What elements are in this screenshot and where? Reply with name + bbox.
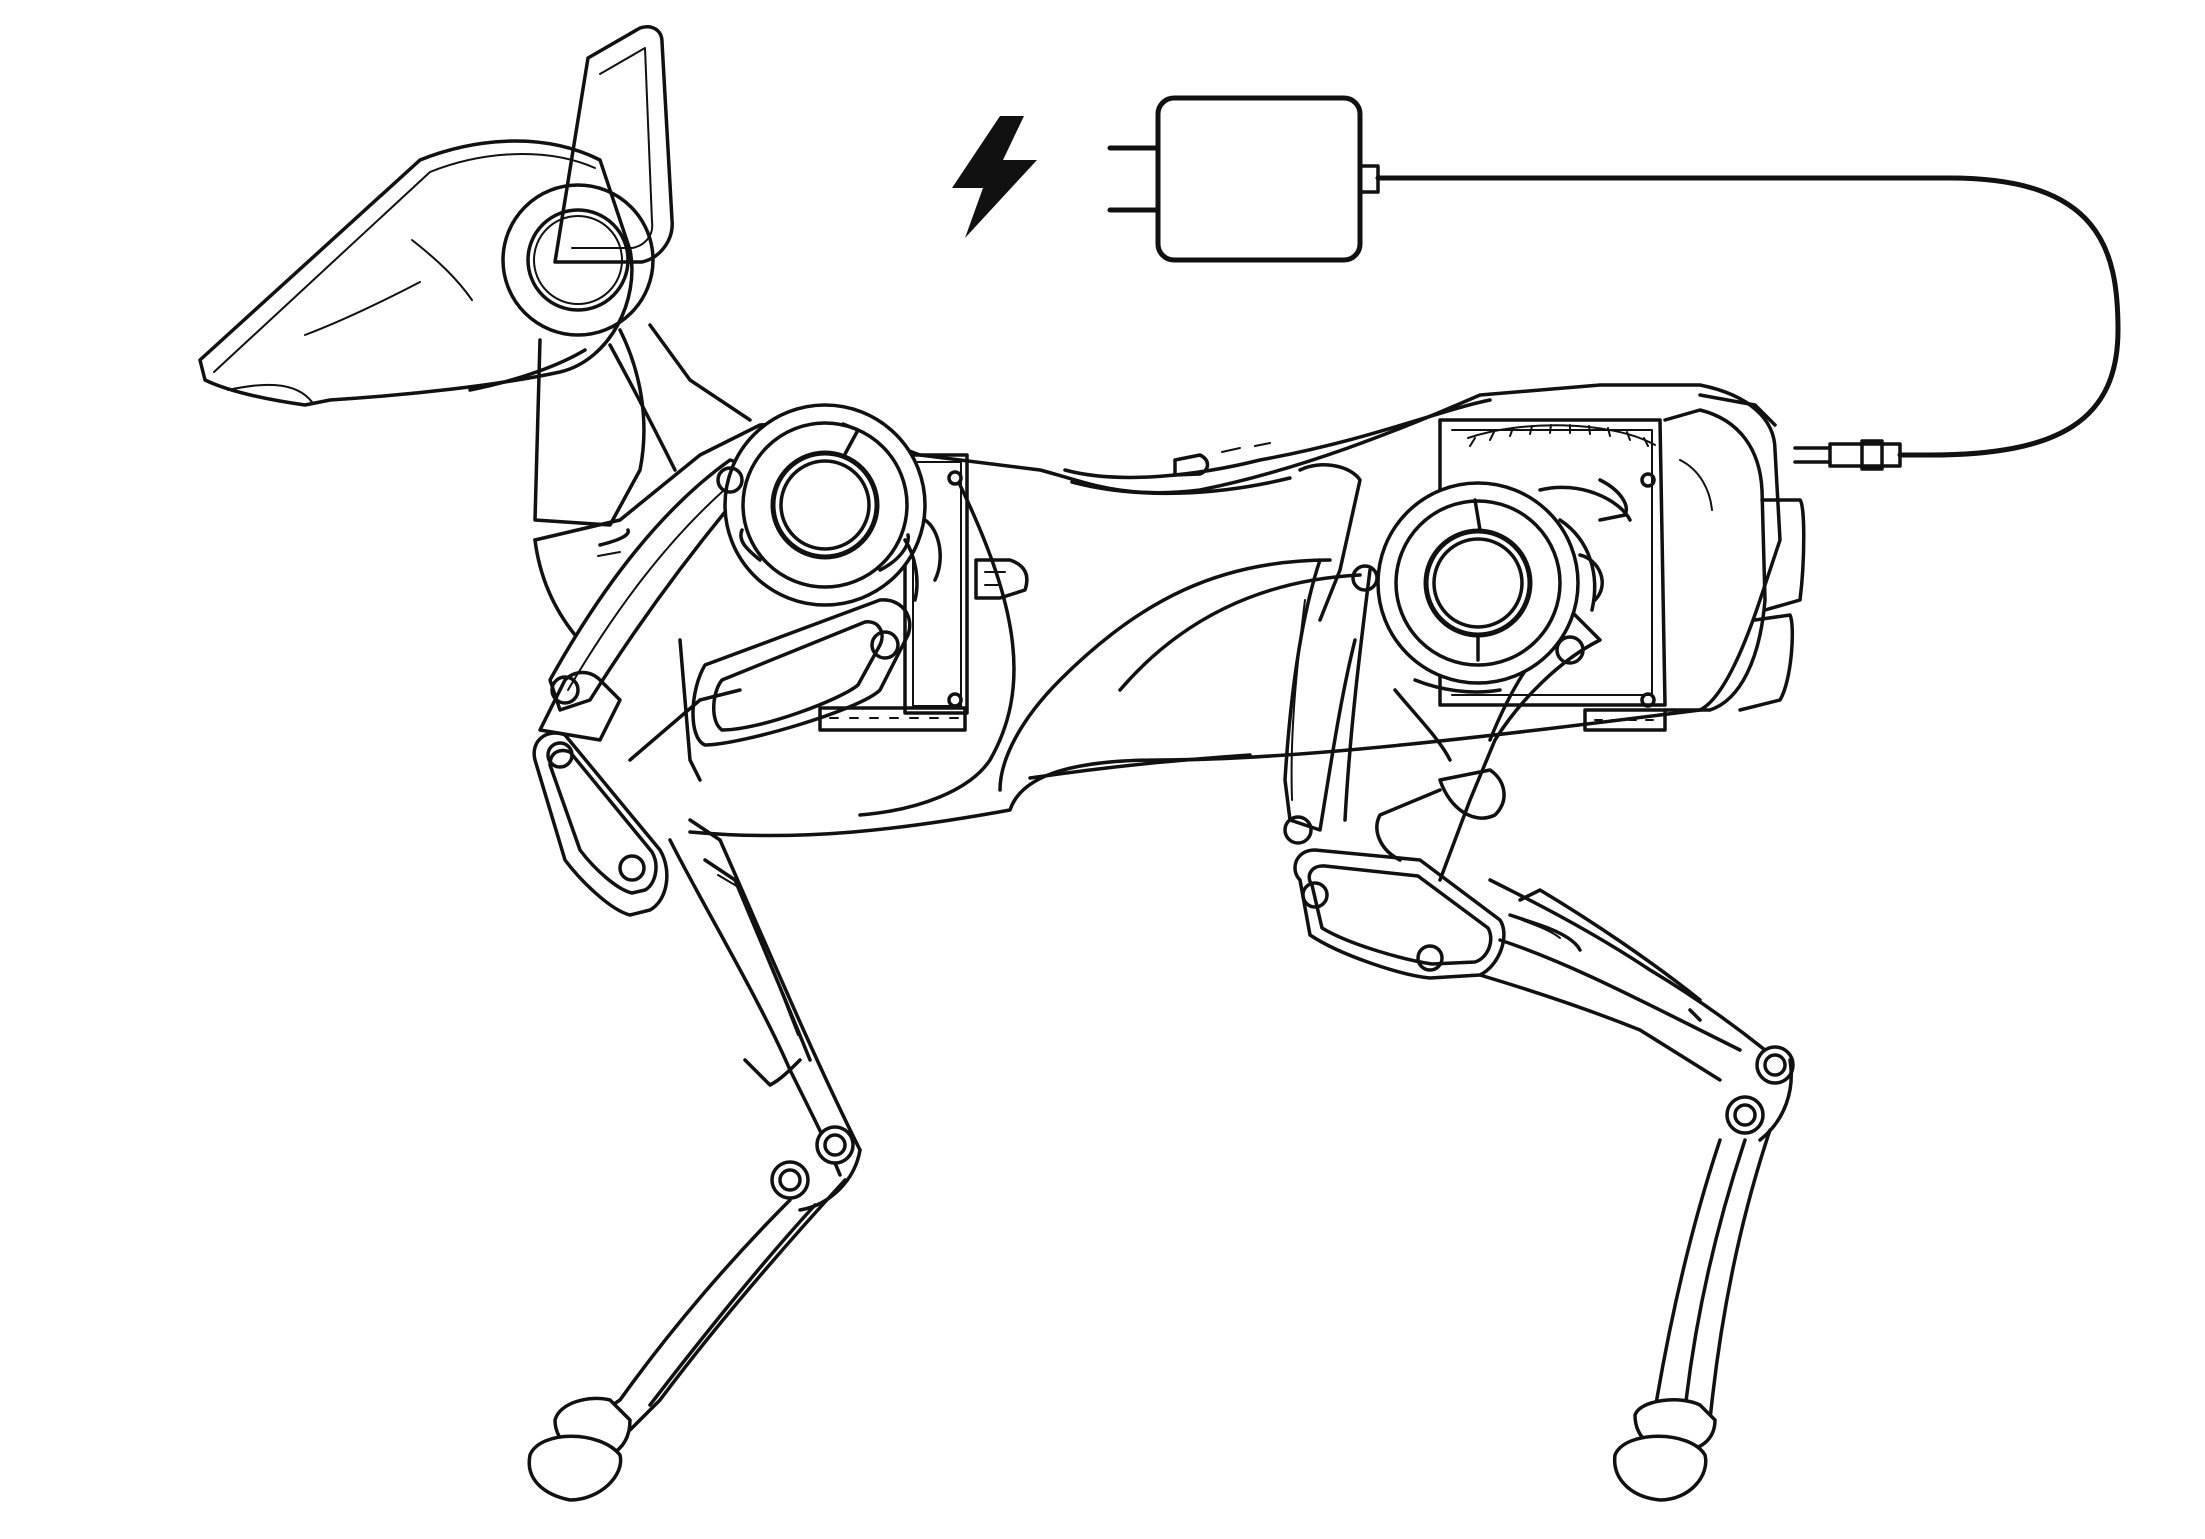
robot-body	[533, 383, 1782, 838]
rear-lower-leg	[1293, 848, 1795, 1142]
head-joint	[501, 183, 655, 337]
rear-hip-joint	[1376, 478, 1632, 694]
lightning-bolt-icon	[952, 116, 1037, 238]
front-lower-leg	[532, 731, 862, 1212]
front-upper-leg	[538, 458, 912, 782]
robot-head	[198, 25, 674, 407]
power-adapter-icon	[1107, 95, 1380, 263]
charging-cable-icon	[1375, 175, 2121, 458]
front-motor-housing	[818, 453, 1029, 732]
robot-dog	[198, 25, 1806, 1502]
front-hip-joint	[716, 403, 942, 607]
robot-ear	[553, 25, 674, 264]
front-foot	[527, 1178, 847, 1502]
charging-plug-icon	[1793, 439, 1902, 471]
robot-neck	[533, 328, 646, 527]
rear-foot	[1613, 1128, 1772, 1502]
rear-motor-housing	[1438, 393, 1806, 732]
